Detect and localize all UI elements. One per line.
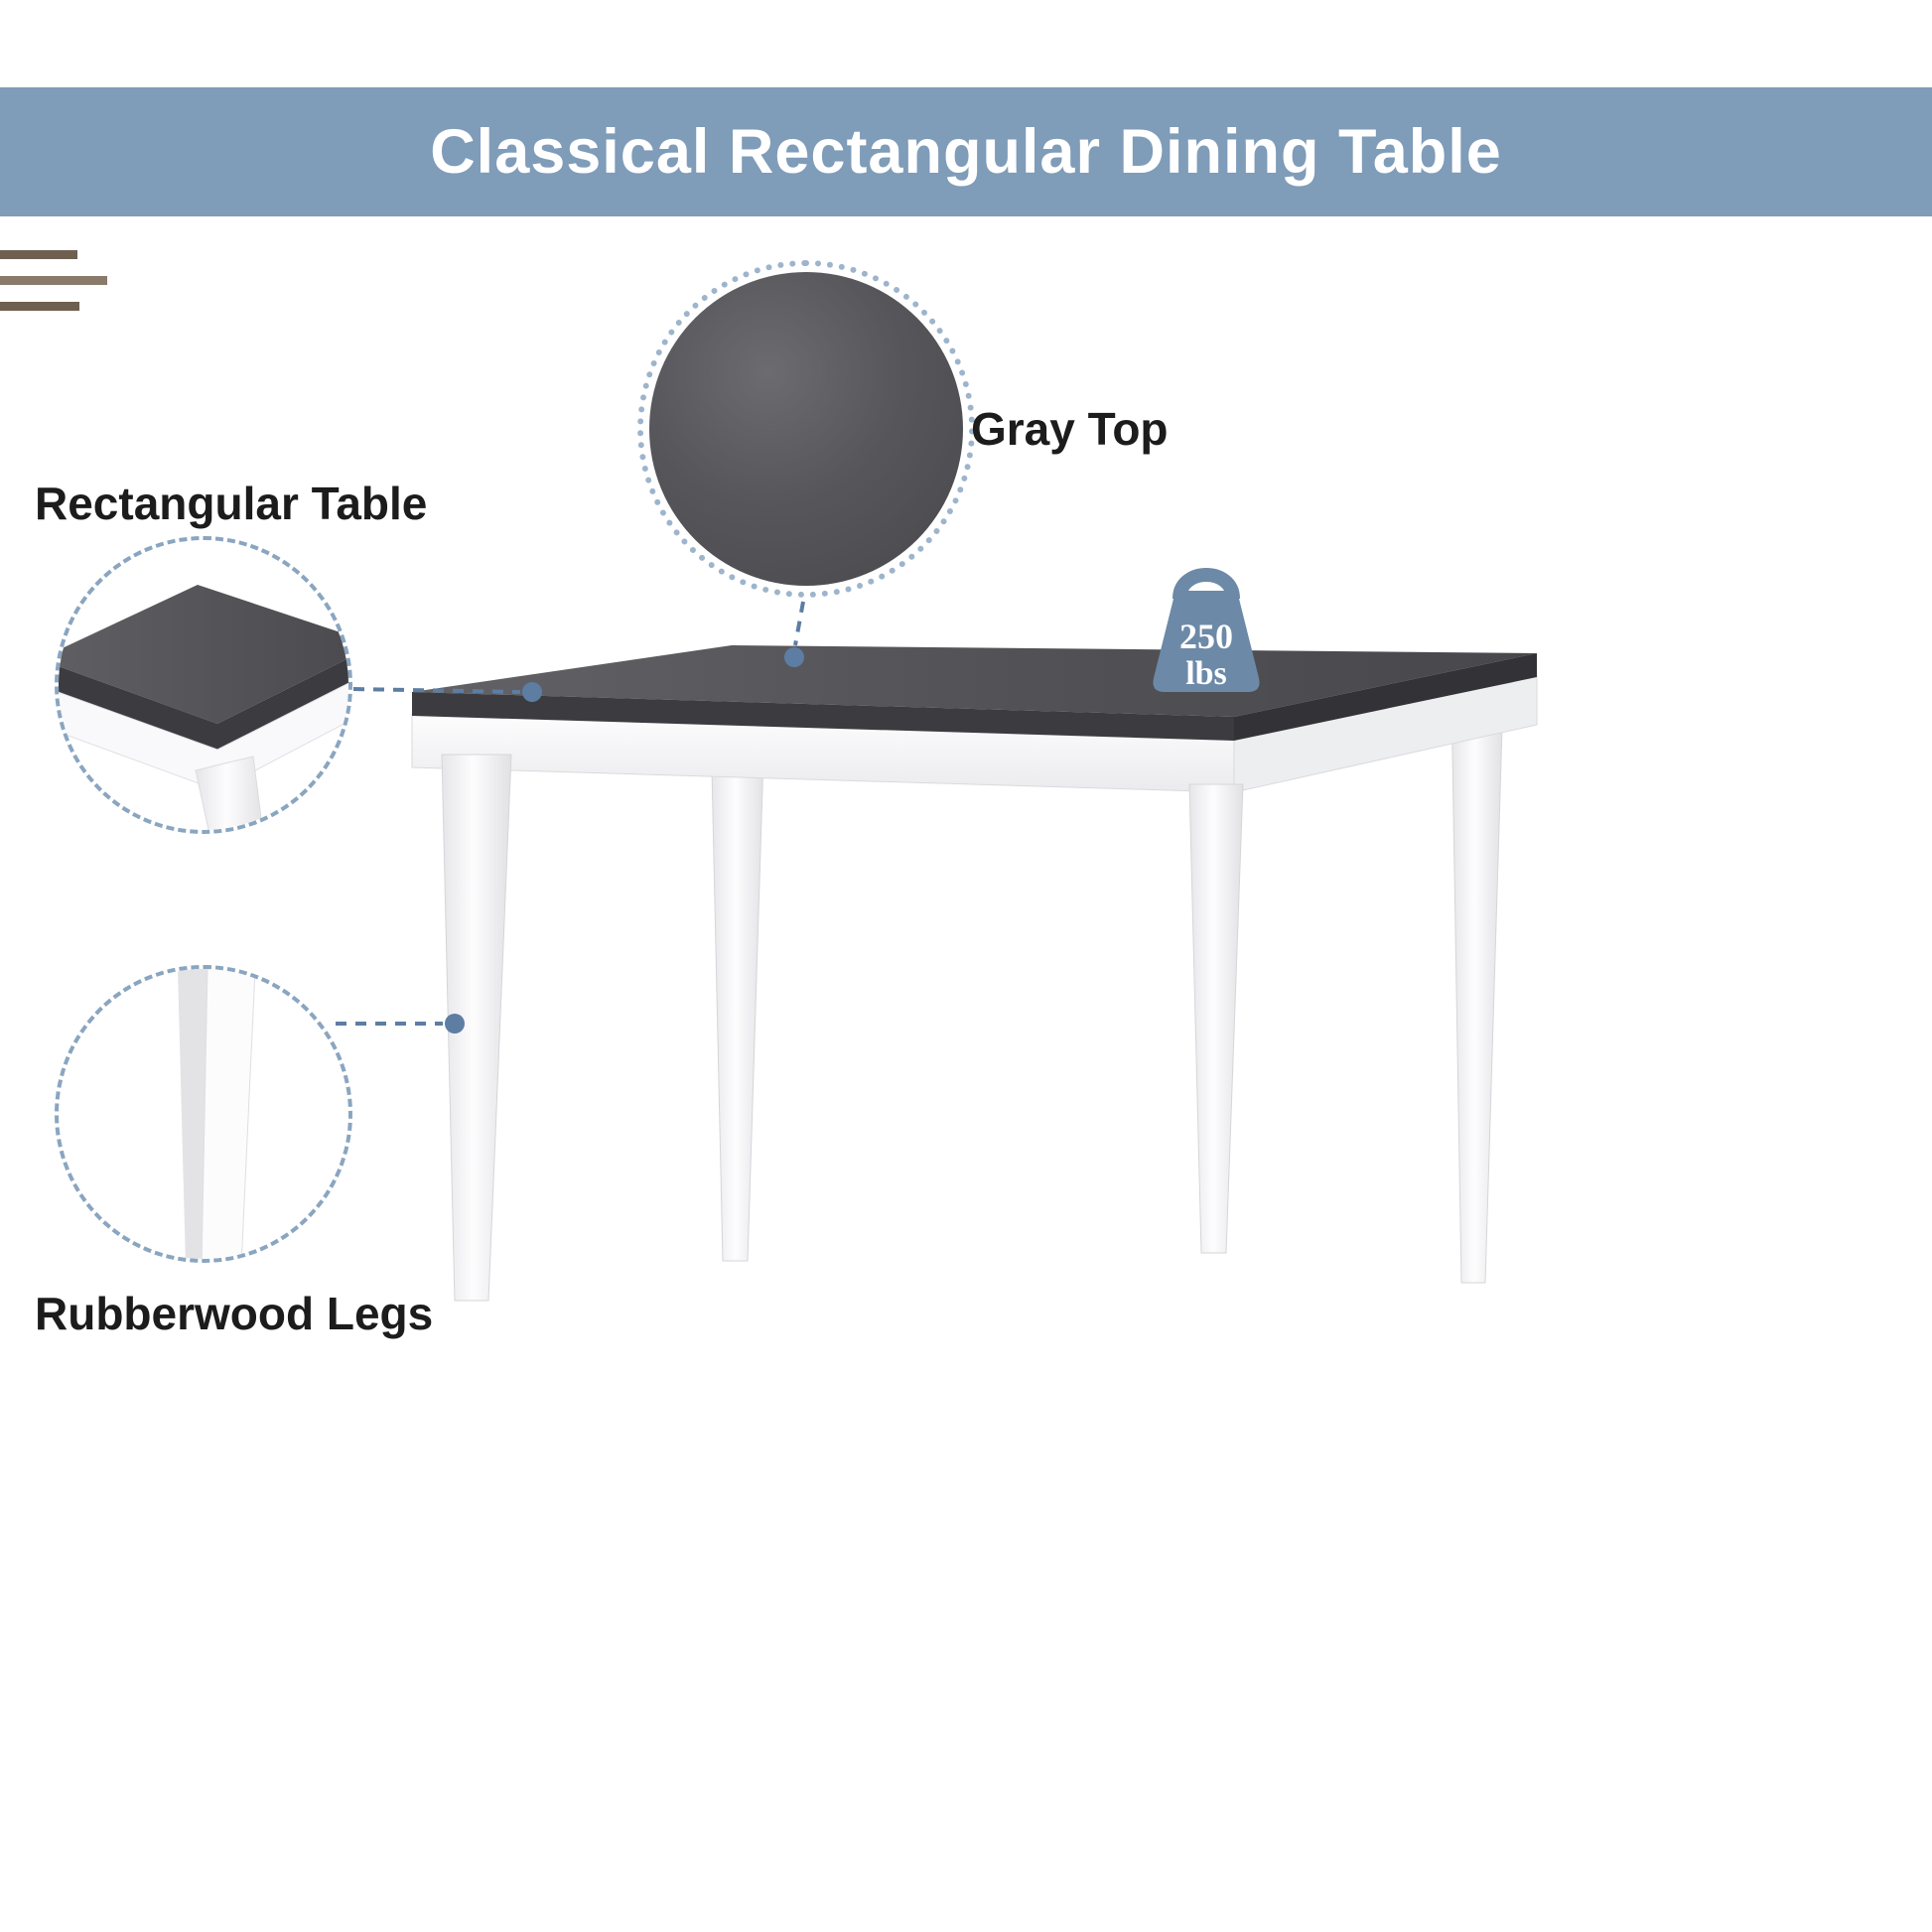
- corner-zoom-leg: [195, 756, 264, 830]
- leg-zoom-front-face: [201, 969, 256, 1259]
- weight-icon-body: [1153, 591, 1260, 692]
- page-title: Classical Rectangular Dining Table: [430, 117, 1502, 187]
- weight-icon-handle: [1173, 568, 1240, 601]
- decorative-line-1: [0, 250, 77, 259]
- connector-gray-top: [793, 601, 805, 646]
- header-banner: Classical Rectangular Dining Table: [0, 87, 1932, 216]
- rubberwood-legs-callout-circle: [55, 965, 352, 1263]
- decorative-line-3: [0, 302, 79, 311]
- rectangular-table-label: Rectangular Table: [35, 478, 428, 529]
- decorative-line-2: [0, 276, 107, 285]
- table-leg-back-left: [710, 724, 765, 1262]
- table-leg-zoom: [178, 969, 256, 1259]
- table-leg-back-right: [1450, 694, 1504, 1284]
- corner-zoom-edge: [59, 658, 348, 750]
- gray-top-swatch: [649, 272, 963, 586]
- rubberwood-legs-label: Rubberwood Legs: [35, 1288, 434, 1339]
- table-top-surface: [412, 645, 1537, 717]
- corner-zoom-top: [59, 585, 348, 724]
- rectangular-table-callout-circle: [55, 536, 352, 834]
- connector-dot-rectangular-table: [522, 682, 542, 702]
- gray-top-label: Gray Top: [971, 403, 1169, 455]
- table-leg-front-left: [441, 754, 512, 1302]
- table-corner-zoom: [59, 585, 348, 830]
- connector-dot-gray-top: [784, 647, 804, 667]
- gray-top-swatch-circle: [637, 260, 975, 598]
- table-top-edge-front: [412, 692, 1234, 741]
- table-apron-front: [411, 713, 1235, 793]
- weight-value: 250: [1179, 617, 1233, 656]
- connector-dot-rubberwood-legs: [445, 1014, 465, 1034]
- table-leg-front-right: [1188, 783, 1244, 1254]
- weight-icon: 250 lbs: [1153, 568, 1260, 692]
- connector-rectangular-table: [352, 687, 521, 694]
- leg-zoom-side-face: [178, 969, 207, 1259]
- weight-unit: lbs: [1185, 655, 1227, 692]
